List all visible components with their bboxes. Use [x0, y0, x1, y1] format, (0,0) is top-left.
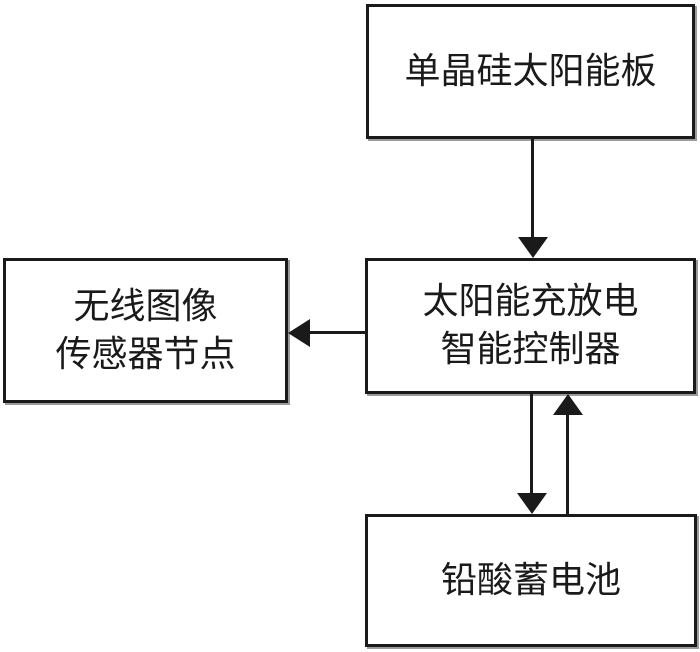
node-solar-panel-label: 单晶硅太阳能板 [404, 50, 657, 91]
arrow-controller-to-battery-shaft [530, 394, 533, 494]
node-wireless-image-sensor: 无线图像 传感器节点 [3, 258, 288, 403]
node-solar-panel: 单晶硅太阳能板 [366, 4, 695, 139]
arrow-down-icon [517, 493, 547, 514]
node-wireless-image-sensor-label-line1: 无线图像 [73, 285, 218, 326]
node-charge-controller: 太阳能充放电 智能控制器 [365, 258, 696, 394]
arrow-battery-to-controller-shaft [566, 414, 569, 514]
arrow-down-icon [518, 237, 548, 258]
node-wireless-image-sensor-label-line2: 传感器节点 [55, 333, 236, 374]
arrow-solar-to-controller-shaft [531, 139, 534, 239]
node-charge-controller-label-line2: 智能控制器 [440, 329, 621, 369]
arrow-up-icon [553, 394, 583, 415]
arrow-controller-to-sensor-shaft [309, 331, 368, 334]
node-charge-controller-label-line1: 太阳能充放电 [422, 281, 639, 322]
node-lead-acid-battery: 铅酸蓄电池 [365, 514, 697, 647]
arrow-left-icon [288, 319, 310, 347]
node-lead-acid-battery-label: 铅酸蓄电池 [440, 559, 621, 600]
